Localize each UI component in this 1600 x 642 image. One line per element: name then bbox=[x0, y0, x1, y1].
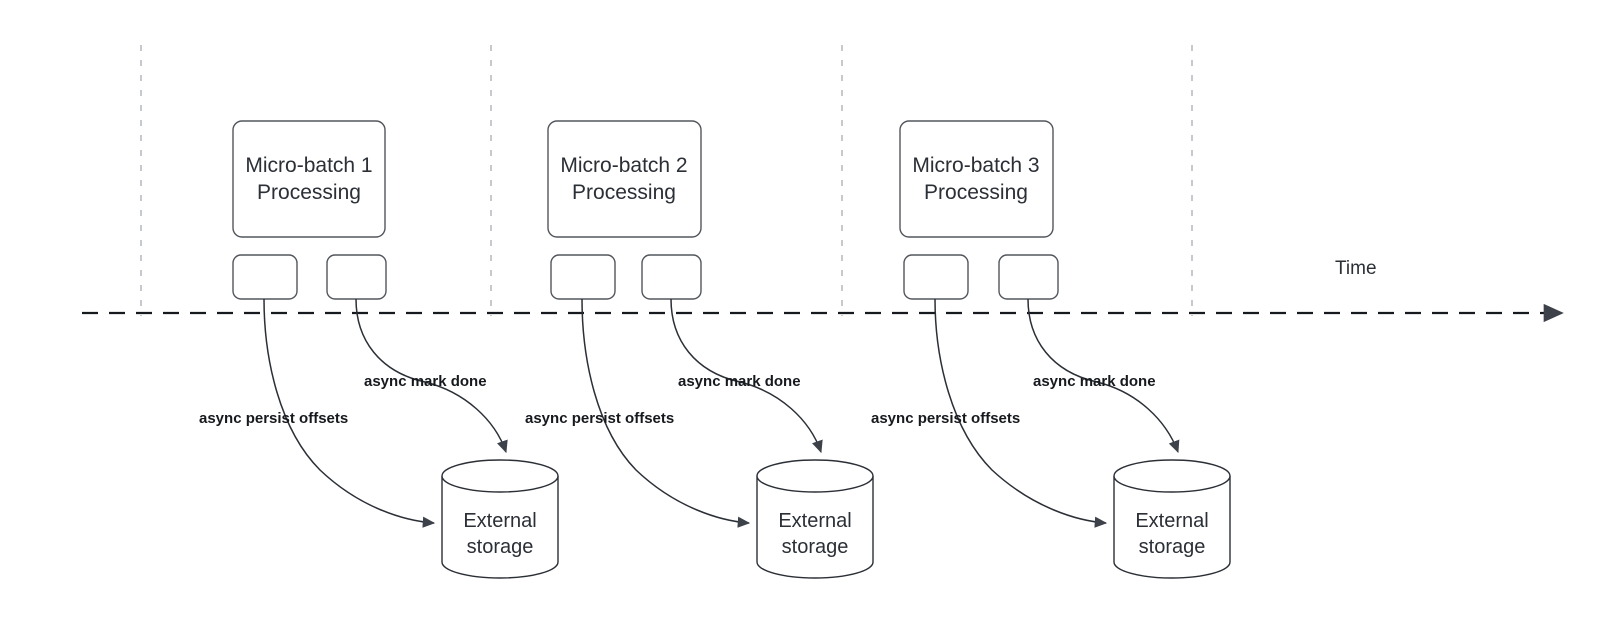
micro-batch-2-task-box-1[interactable] bbox=[550, 254, 616, 300]
async-mark-done-arrow-3 bbox=[1027, 298, 1180, 454]
external-storage-1[interactable]: External storage bbox=[441, 459, 559, 579]
micro-batch-1-task-box-1[interactable] bbox=[232, 254, 298, 300]
async-mark-done-arrow-1 bbox=[355, 298, 508, 454]
micro-batch-2-label-line2: Processing bbox=[572, 181, 676, 204]
external-storage-2-label-line2: storage bbox=[782, 536, 849, 558]
micro-batch-2-label-line1: Micro-batch 2 bbox=[560, 154, 687, 177]
micro-batch-1-box[interactable] bbox=[232, 120, 386, 238]
micro-batch-group-1: Micro-batch 1 Processing External storag… bbox=[199, 120, 559, 579]
external-storage-3[interactable]: External storage bbox=[1113, 459, 1231, 579]
async-mark-done-arrow-2 bbox=[670, 298, 823, 454]
external-storage-3-label-line1: External bbox=[1135, 510, 1208, 532]
async-persist-offsets-arrow-1 bbox=[263, 298, 436, 528]
async-persist-offsets-arrow-2 bbox=[581, 298, 751, 528]
external-storage-2-label-line1: External bbox=[778, 510, 851, 532]
micro-batch-2-task-box-2[interactable] bbox=[641, 254, 702, 300]
micro-batch-2-box[interactable] bbox=[547, 120, 702, 238]
external-storage-3-label-line2: storage bbox=[1139, 536, 1206, 558]
time-axis-label: Time bbox=[1335, 258, 1377, 279]
external-storage-2[interactable]: External storage bbox=[756, 459, 874, 579]
micro-batch-1-task-box-2[interactable] bbox=[326, 254, 387, 300]
async-persist-offsets-label-3: async persist offsets bbox=[871, 410, 1020, 427]
async-mark-done-label-1: async mark done bbox=[364, 373, 487, 390]
external-storage-1-label-line2: storage bbox=[467, 536, 534, 558]
async-persist-offsets-arrow-3 bbox=[934, 298, 1108, 528]
async-persist-offsets-label-1: async persist offsets bbox=[199, 410, 348, 427]
micro-batch-3-label-line2: Processing bbox=[924, 181, 1028, 204]
micro-batch-3-task-box-2[interactable] bbox=[998, 254, 1059, 300]
async-mark-done-label-3: async mark done bbox=[1033, 373, 1156, 390]
external-storage-1-label-line1: External bbox=[463, 510, 536, 532]
micro-batch-3-label-line1: Micro-batch 3 bbox=[912, 154, 1039, 177]
micro-batch-group-2: Micro-batch 2 Processing External storag… bbox=[525, 120, 874, 579]
micro-batch-1-label-line2: Processing bbox=[257, 181, 361, 204]
micro-batch-group-3: Micro-batch 3 Processing External storag… bbox=[871, 120, 1231, 579]
micro-batch-3-task-box-1[interactable] bbox=[903, 254, 969, 300]
micro-batch-1-label-line1: Micro-batch 1 bbox=[245, 154, 372, 177]
async-persist-offsets-label-2: async persist offsets bbox=[525, 410, 674, 427]
async-mark-done-label-2: async mark done bbox=[678, 373, 801, 390]
micro-batch-3-box[interactable] bbox=[899, 120, 1054, 238]
